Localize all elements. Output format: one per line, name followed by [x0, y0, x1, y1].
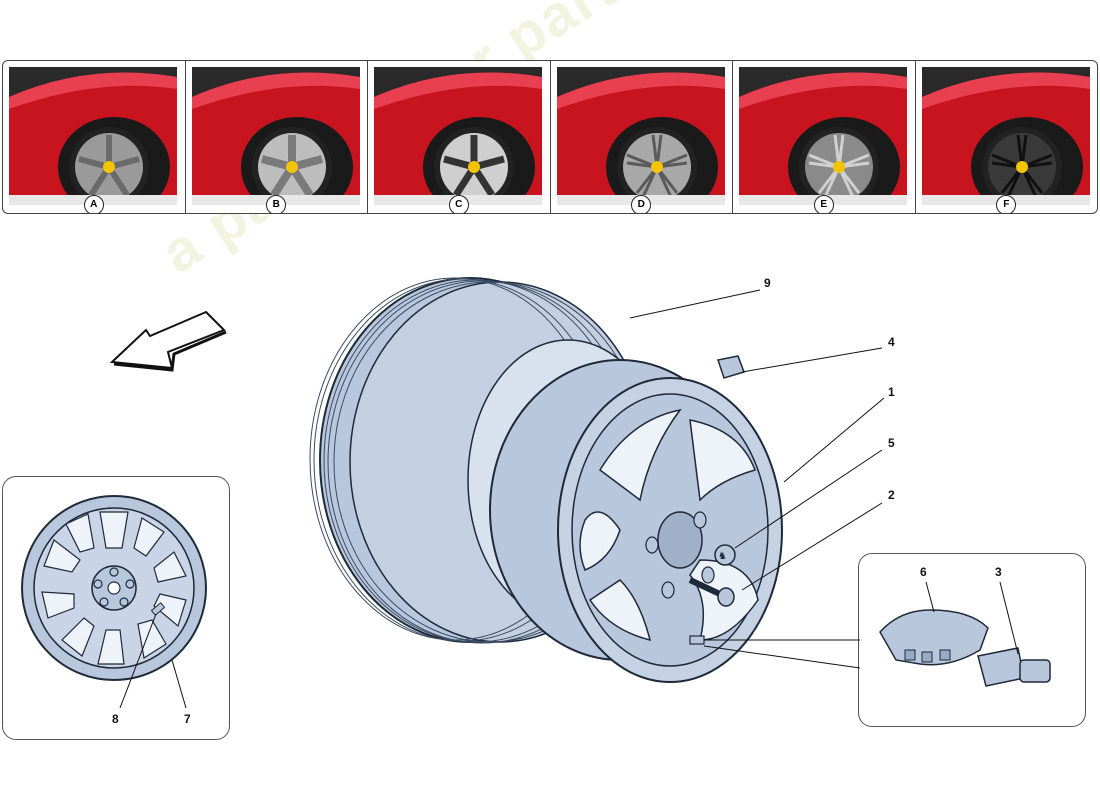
callout-8[interactable]: 8: [112, 712, 119, 726]
wheel-variant-c[interactable]: C: [368, 61, 551, 213]
variant-label: D: [631, 195, 652, 213]
variant-label: E: [813, 195, 834, 213]
callout-4[interactable]: 4: [888, 335, 895, 349]
variant-label: B: [266, 195, 287, 213]
callout-1[interactable]: 1: [888, 385, 895, 399]
wheel-rim[interactable]: ♞: [489, 359, 783, 683]
wheel-bolt[interactable]: [688, 577, 735, 607]
wheel-variant-e[interactable]: E: [733, 61, 916, 213]
variant-label: A: [83, 195, 104, 213]
wheel-variant-d[interactable]: D: [551, 61, 733, 213]
car-wheel-thumbnail: [374, 67, 542, 205]
car-wheel-thumbnail: [9, 67, 177, 205]
balancing-weight[interactable]: [717, 355, 745, 379]
wheel-variant-f[interactable]: F: [916, 61, 1098, 213]
variant-label: F: [996, 195, 1017, 213]
callout-9[interactable]: 9: [764, 276, 771, 290]
direction-arrow-icon: [109, 310, 227, 372]
callout-3[interactable]: 3: [995, 565, 1002, 579]
svg-text:♞: ♞: [718, 551, 727, 562]
wheel-variant-b[interactable]: B: [186, 61, 368, 213]
car-wheel-thumbnail: [191, 67, 360, 205]
spare-wheel[interactable]: [21, 495, 207, 681]
callout-6[interactable]: 6: [920, 565, 927, 579]
tpms-valve[interactable]: [977, 647, 1051, 687]
valve[interactable]: [689, 635, 705, 645]
wheel-variant-a[interactable]: A: [3, 61, 186, 213]
wheel-variant-strip: A B C: [2, 60, 1098, 214]
car-wheel-thumbnail: [739, 67, 907, 205]
callout-5[interactable]: 5: [888, 436, 895, 450]
tpms-sensor[interactable]: [879, 609, 989, 666]
variant-label: C: [448, 195, 469, 213]
callout-7[interactable]: 7: [184, 712, 191, 726]
callout-2[interactable]: 2: [888, 488, 895, 502]
